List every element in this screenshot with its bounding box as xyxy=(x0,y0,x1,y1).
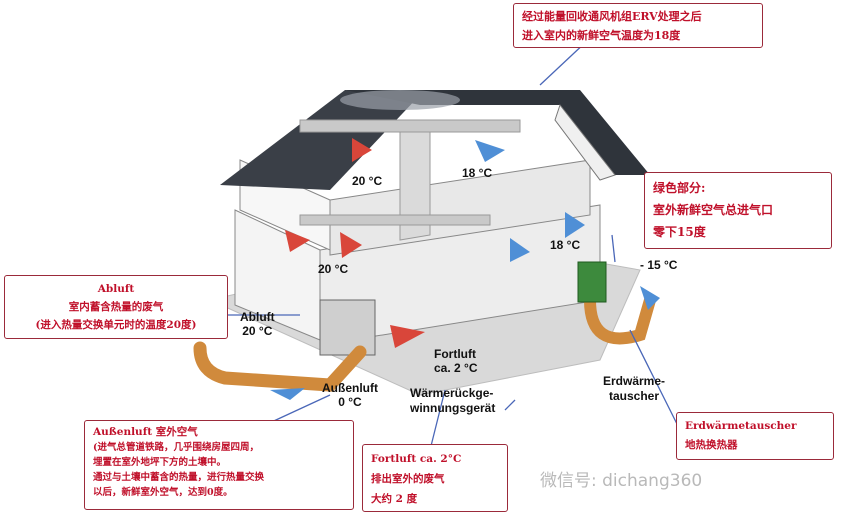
callout-fortluft-line-2: 大约 2 度 xyxy=(371,493,418,505)
label-fortluft-temp: ca. 2 °C xyxy=(434,361,478,375)
label-waermerueck-line-1: Wärmerückge- xyxy=(410,386,494,400)
callout-erdwaerme-line-2: 地热换热器 xyxy=(685,439,738,451)
cool-arrow xyxy=(475,140,505,162)
callout-aussenluft: Außenluft 室外空气 (进气总管道铁路，几乎围绕房屋四周， 埋置在室外地… xyxy=(84,420,354,510)
warm-arrow xyxy=(340,232,362,258)
upper-duct xyxy=(299,119,521,133)
fortluft-arrow xyxy=(390,325,425,348)
callout-top: 经过能量回收通风机组ERV处理之后 进入室内的新鲜空气温度为18度 xyxy=(513,3,763,48)
callout-abluft-line-2: (进入热量交换单元时的温度20度) xyxy=(35,319,197,331)
temp-upper-left: 20 °C xyxy=(352,174,383,188)
callout-fortluft-line-1: 排出室外的废气 xyxy=(371,473,445,485)
leader-line xyxy=(611,234,616,263)
temp-lower-left: 20 °C xyxy=(318,262,349,276)
callout-erdwaerme-line-1: Erdwärmetauscher xyxy=(685,420,797,432)
callout-abluft-title: Abluft xyxy=(97,283,135,295)
callout-fortluft-title: Fortluft ca. 2°C xyxy=(371,453,462,465)
callout-aussenluft-line-1: (进气总管道铁路，几乎围绕房屋四周， xyxy=(93,442,259,453)
middle-duct xyxy=(299,214,491,226)
earth-pipe-right xyxy=(584,294,656,345)
cool-arrow xyxy=(510,238,530,262)
label-erdwaerme-line-1: Erdwärme- xyxy=(603,374,666,388)
callout-aussenluft-line-4: 以后，新鲜室外空气，达到0度。 xyxy=(93,487,233,498)
callout-green-line-1: 绿色部分: xyxy=(653,181,706,195)
cool-arrow xyxy=(565,212,585,238)
smoke xyxy=(340,90,460,110)
green-intake-box xyxy=(577,261,607,303)
label-aussenluft-name: Außenluft xyxy=(322,381,378,395)
label-fortluft-name: Fortluft xyxy=(434,347,476,361)
callout-abluft: Abluft 室内蓄含热量的废气 (进入热量交换单元时的温度20度) xyxy=(4,275,228,339)
callout-green-line-2: 室外新鲜空气总进气口 xyxy=(653,203,774,217)
leader-line xyxy=(629,329,681,431)
watermark: 微信号: dichang360 xyxy=(540,471,703,491)
callout-aussenluft-title: Außenluft 室外空气 xyxy=(93,426,198,438)
label-erdwaerme-line-2: tauscher xyxy=(609,389,660,403)
label-abluft-name: Abluft xyxy=(240,310,275,324)
callout-aussenluft-line-3: 通过与土壤中蓄含的热量，进行热量交换 xyxy=(93,472,265,483)
leader-line xyxy=(429,389,446,451)
callout-green-line-3: 零下15度 xyxy=(653,225,706,239)
heat-recovery-unit xyxy=(319,299,376,356)
roof-right xyxy=(345,90,650,175)
label-abluft-temp: 20 °C xyxy=(242,324,273,338)
warm-arrow xyxy=(285,230,310,252)
upper-floor xyxy=(329,159,591,256)
callout-top-line-1: 经过能量回收通风机组ERV处理之后 xyxy=(522,10,702,23)
leader-line xyxy=(504,399,516,411)
label-waermerueckgewinnung: Wärmerückge- winnungsgerät xyxy=(410,386,495,416)
label-minus-15: - 15 °C xyxy=(640,258,678,272)
earth-pipe-left xyxy=(193,341,367,392)
label-aussenluft: Außenluft 0 °C xyxy=(322,381,378,409)
temp-upper-right: 18 °C xyxy=(462,166,493,180)
aussenluft-arrow xyxy=(270,388,305,400)
label-waermerueck-line-2: winnungsgerät xyxy=(410,401,496,415)
callout-top-line-2: 进入室内的新鲜空气温度为18度 xyxy=(522,29,681,42)
callout-aussenluft-line-2: 埋置在室外地坪下方的土壤中。 xyxy=(93,457,227,468)
callout-green: 绿色部分: 室外新鲜空气总进气口 零下15度 xyxy=(644,172,832,249)
callout-erdwaerme: Erdwärmetauscher 地热换热器 xyxy=(676,412,834,460)
gable xyxy=(554,103,616,181)
label-abluft: Abluft 20 °C xyxy=(240,310,275,338)
intake-arrow xyxy=(640,286,660,310)
roof-left xyxy=(220,90,420,190)
label-erdwaermetauscher: Erdwärme- tauscher xyxy=(603,374,665,404)
callout-fortluft: Fortluft ca. 2°C 排出室外的废气 大约 2 度 xyxy=(362,444,508,512)
warm-arrow xyxy=(352,138,372,162)
callout-abluft-line-1: 室内蓄含热量的废气 xyxy=(68,301,164,313)
temp-lower-right: 18 °C xyxy=(550,238,581,252)
label-aussenluft-temp: 0 °C xyxy=(338,395,362,409)
label-fortluft: Fortluft ca. 2 °C xyxy=(434,347,478,375)
